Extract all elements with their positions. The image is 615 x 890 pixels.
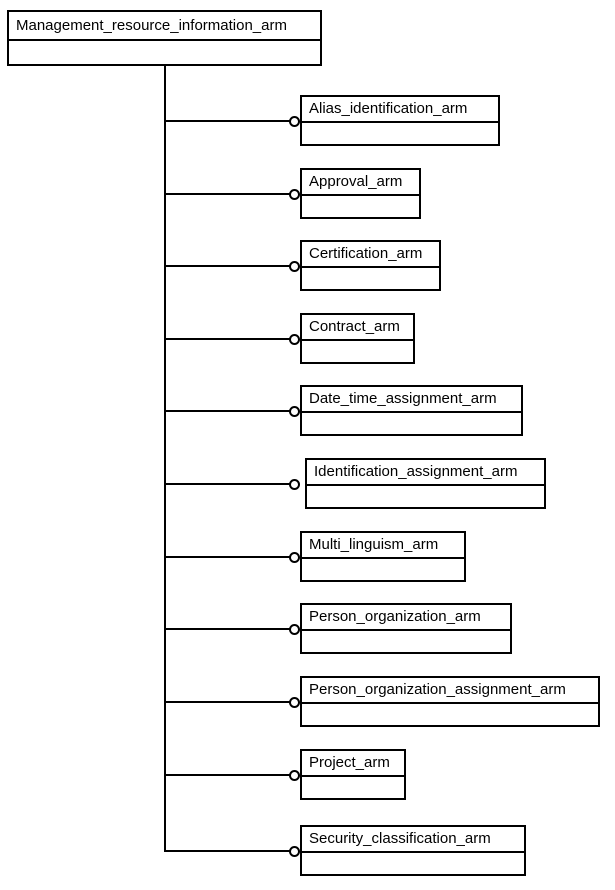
class-attributes-compartment <box>307 486 544 507</box>
class-name: Project_arm <box>302 751 404 777</box>
class-name: Date_time_assignment_arm <box>302 387 521 413</box>
interface-circle-icon <box>289 697 300 708</box>
class-attributes-compartment <box>302 123 498 144</box>
class-name: Approval_arm <box>302 170 419 196</box>
class-name: Alias_identification_arm <box>302 97 498 123</box>
class-box[interactable]: Project_arm <box>300 749 406 800</box>
class-box[interactable]: Certification_arm <box>300 240 441 291</box>
class-name: Multi_linguism_arm <box>302 533 464 559</box>
interface-circle-icon <box>289 261 300 272</box>
class-box[interactable]: Identification_assignment_arm <box>305 458 546 509</box>
interface-circle-icon <box>289 334 300 345</box>
class-attributes-compartment <box>302 196 419 217</box>
class-name: Identification_assignment_arm <box>307 460 544 486</box>
class-name: Contract_arm <box>302 315 413 341</box>
interface-circle-icon <box>289 479 300 490</box>
class-box[interactable]: Date_time_assignment_arm <box>300 385 523 436</box>
interface-circle-icon <box>289 116 300 127</box>
class-attributes-compartment <box>302 631 510 652</box>
interface-circle-icon <box>289 624 300 635</box>
class-attributes-compartment <box>302 704 598 725</box>
class-box[interactable]: Person_organization_assignment_arm <box>300 676 600 727</box>
interface-circle-icon <box>289 552 300 563</box>
interface-circle-icon <box>289 846 300 857</box>
class-name: Person_organization_arm <box>302 605 510 631</box>
class-name: Certification_arm <box>302 242 439 268</box>
class-box[interactable]: Approval_arm <box>300 168 421 219</box>
class-box[interactable]: Alias_identification_arm <box>300 95 500 146</box>
class-box[interactable]: Multi_linguism_arm <box>300 531 466 582</box>
class-attributes-compartment <box>302 777 404 798</box>
class-box[interactable]: Security_classification_arm <box>300 825 526 876</box>
class-box[interactable]: Person_organization_arm <box>300 603 512 654</box>
class-name: Person_organization_assignment_arm <box>302 678 598 704</box>
interface-circle-icon <box>289 406 300 417</box>
class-attributes-compartment <box>9 41 320 64</box>
class-attributes-compartment <box>302 341 413 362</box>
root-class-box[interactable]: Management_resource_information_arm <box>7 10 322 66</box>
class-name: Security_classification_arm <box>302 827 524 853</box>
interface-circle-icon <box>289 770 300 781</box>
interface-circle-icon <box>289 189 300 200</box>
root-class-name: Management_resource_information_arm <box>9 12 320 41</box>
class-box[interactable]: Contract_arm <box>300 313 415 364</box>
class-attributes-compartment <box>302 559 464 580</box>
class-attributes-compartment <box>302 853 524 874</box>
class-attributes-compartment <box>302 413 521 434</box>
class-attributes-compartment <box>302 268 439 289</box>
